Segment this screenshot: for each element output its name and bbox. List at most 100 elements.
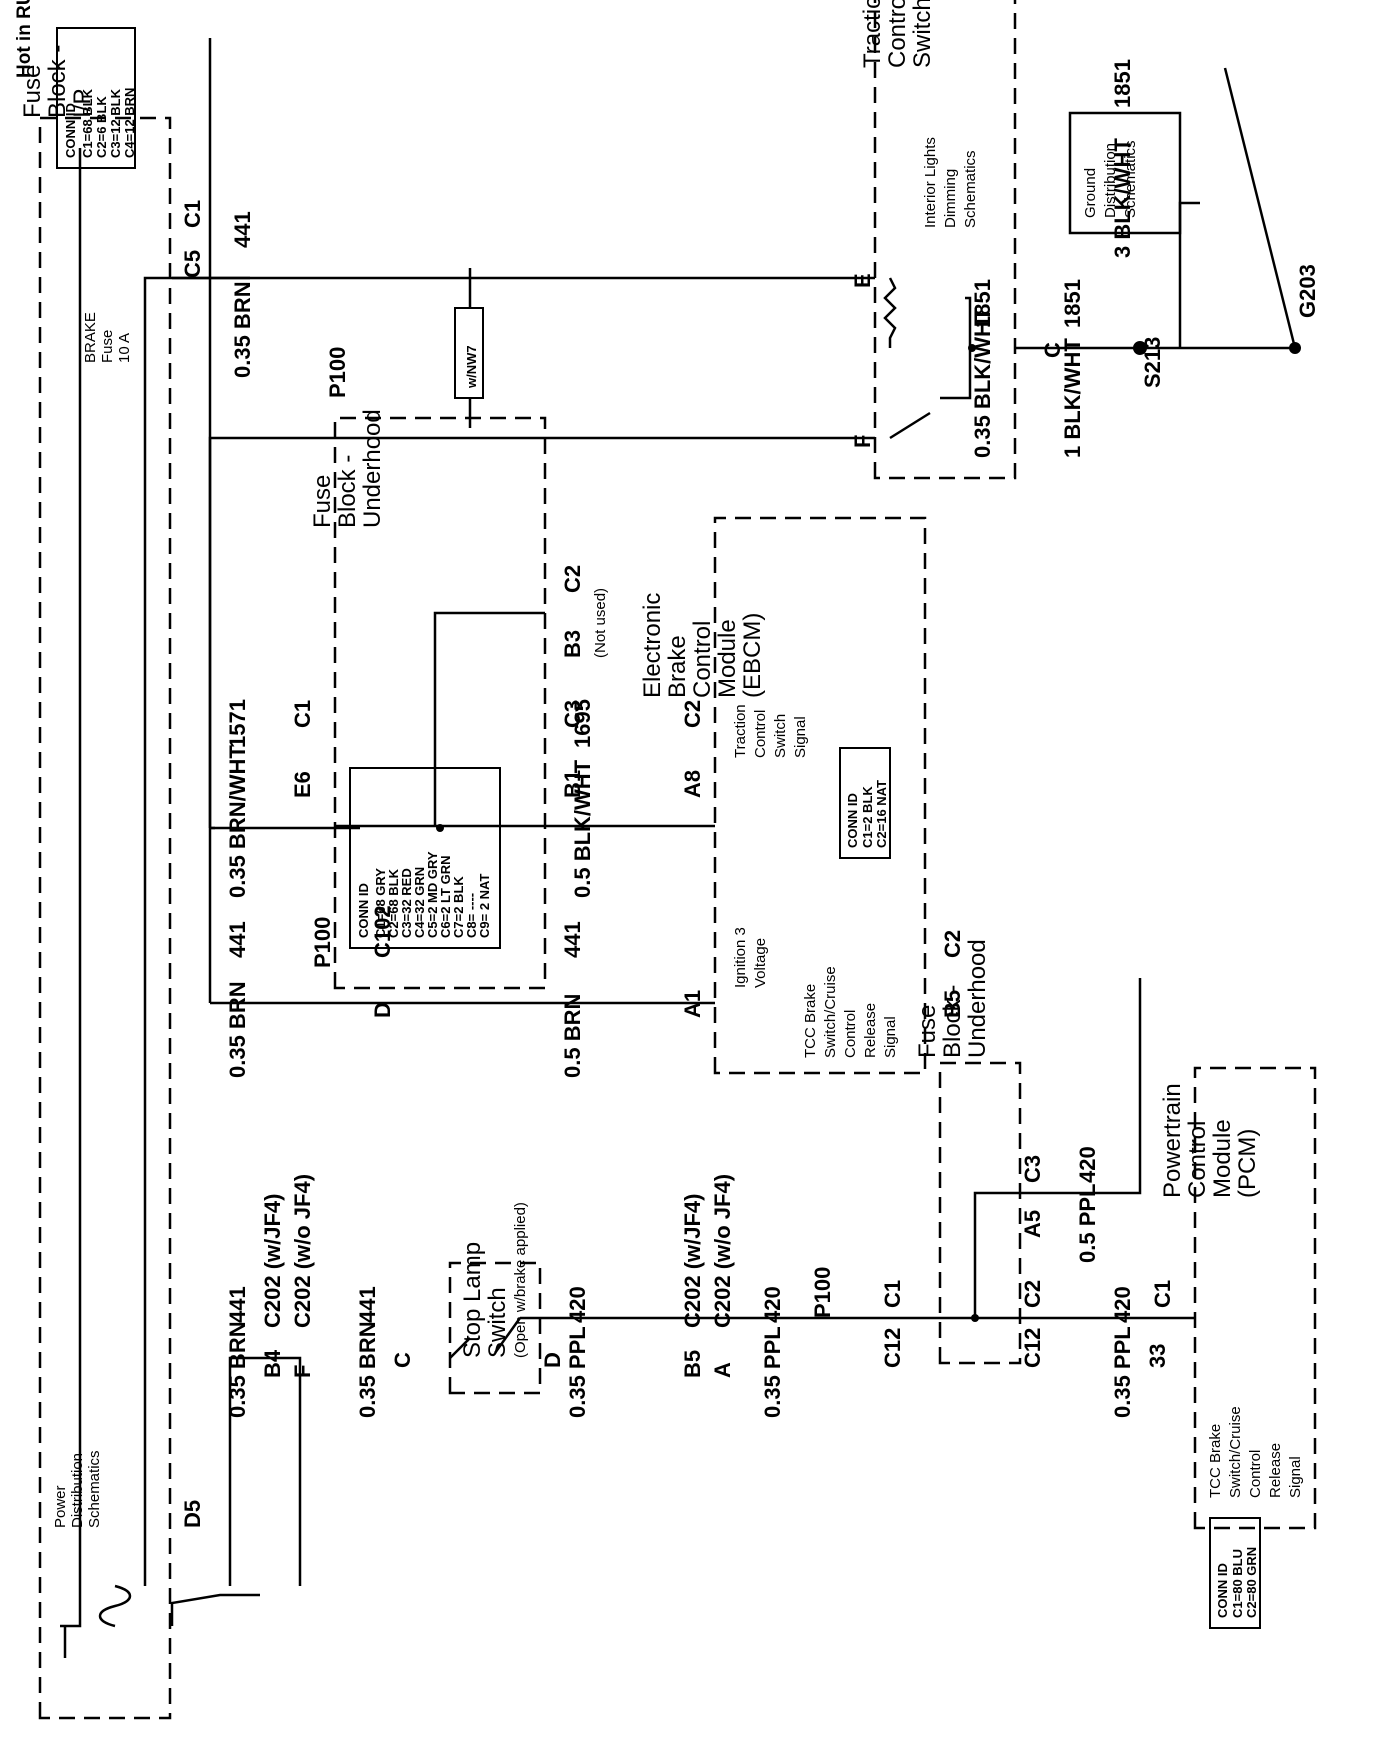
pcm-sig-5: Signal	[1287, 1456, 1304, 1498]
pin-c102: C102	[370, 905, 395, 958]
ebcm-ign-2: Voltage	[752, 938, 769, 988]
ebcm-title-5: (EBCM)	[739, 613, 766, 698]
wire-420-stop: 420	[565, 1286, 590, 1323]
wire-blkwht1-label: 1 BLK/WHT	[1060, 338, 1085, 458]
splice-s213	[1133, 341, 1147, 355]
uh1-title-1: Fuse	[309, 475, 336, 528]
ebcm-title-3: Control	[689, 621, 716, 698]
pin-c2-uh: C2	[560, 565, 585, 593]
wire-441-c102: 441	[225, 921, 250, 958]
conn-fuh-row9: C9= 2 NAT	[477, 874, 492, 938]
pin-e6: E6	[290, 771, 315, 798]
pcm-box	[1193, 1066, 1317, 1530]
wire-1571-label: 1571	[225, 699, 250, 748]
conn-fuh-row3: C3=32 RED	[399, 868, 414, 938]
wire-ppl035-p100: 0.35 PPL	[760, 1326, 785, 1418]
traction-switch-box	[873, 0, 1017, 480]
wire-ppl035-stop: 0.35 PPL	[565, 1326, 590, 1418]
wire-420-a5: 420	[1075, 1146, 1100, 1183]
wire-441-a1: 441	[560, 921, 585, 958]
pin-c-stop: C	[390, 1352, 415, 1368]
conn-fuh-row7: C7=2 BLK	[451, 876, 466, 938]
traction-resistor	[883, 277, 897, 348]
traction-title-3: Switch	[909, 0, 936, 68]
traction-dot	[968, 344, 976, 352]
ebcm-tcc-2: Switch/Cruise	[822, 966, 839, 1058]
wire-ppl035-pcm: 0.35 PPL	[1110, 1326, 1135, 1418]
stop-lamp-title-2: Switch	[484, 1287, 511, 1358]
fuse-symbol	[98, 1584, 132, 1628]
conn-pcm-row1: C1=80 BLU	[1230, 1549, 1245, 1618]
conn-table-pcm: CONN ID C1=80 BLU C2=80 GRN	[1209, 1517, 1261, 1629]
pcm-title-4: (PCM)	[1234, 1129, 1261, 1198]
fuse-block-underhood-2	[938, 1061, 1022, 1365]
il-line3: Schematics	[962, 150, 979, 228]
pin-c202-wojf4-top: C202 (w/o JF4)	[290, 1174, 315, 1328]
pin-a-c202: A	[710, 1362, 735, 1378]
traction-title-1: Traction	[859, 0, 886, 68]
wire-1851-g: 1851	[1060, 279, 1085, 328]
wire-441-d5: 441	[225, 1286, 250, 1323]
conn-fuh-row4: C4=32 GRN	[412, 867, 427, 938]
conn-fuh-row1: C1=68 GRY	[373, 868, 388, 938]
pin-c202-wjf4-bot: C202 (w/JF4)	[680, 1194, 705, 1329]
ebcm-tcc-1: TCC Brake	[802, 984, 819, 1058]
pin-b5-c202: B5	[680, 1350, 705, 1378]
splice-dot-2	[971, 1314, 979, 1322]
pin-c3-uh: C3	[560, 700, 585, 728]
pcm-sig-4: Release	[1267, 1443, 1284, 1498]
conn-fuh-row5: C5=2 MD GRY	[425, 851, 440, 938]
il-line1: Interior Lights	[922, 137, 939, 228]
ebcm-ign-1: Ignition 3	[732, 927, 749, 988]
ebcm-title-4: Module	[714, 619, 741, 698]
pin-a5: A5	[1020, 1210, 1045, 1238]
pin-g203: G203	[1295, 264, 1320, 318]
pin-c5-ip: C5	[180, 250, 205, 278]
feed-wire	[60, 148, 82, 1628]
pin-c12-a: C12	[880, 1328, 905, 1368]
fuse-block-ip-l3: I/P	[69, 89, 96, 118]
uh1-title-3: Underhood	[359, 409, 386, 528]
conn-fip-row4: C4=12 BRN	[122, 88, 137, 158]
stop-lamp-contact	[449, 1316, 540, 1359]
conn-table-ebcm: CONN ID C1=2 BLK C2=16 NAT	[839, 747, 891, 859]
stop-lamp-note: (Open w/brake applied)	[512, 1202, 529, 1358]
wire-420-a5	[1020, 978, 1142, 1195]
uh2-title-3: Underhood	[964, 939, 991, 1058]
ground-dist-box	[1068, 111, 1182, 235]
fuse-type: Fuse	[99, 330, 116, 363]
pin-p100-top: P100	[325, 347, 350, 398]
option-tag-text: w/NW7	[464, 345, 479, 389]
fuse-block-ip-l1: Fuse	[19, 65, 46, 118]
pcm-title-2: Control	[1184, 1121, 1211, 1198]
conn-fuh-row8: C8= ----	[464, 893, 479, 938]
pin-c-traction: C	[1040, 342, 1065, 358]
wire-441-stop-lamp	[228, 1356, 302, 1586]
pin-p100-bot: P100	[810, 1267, 835, 1318]
pin-b3: B3	[560, 630, 585, 658]
ground-g203	[1289, 342, 1301, 354]
wire-brnwht-label: 0.35 BRN/WHT	[225, 745, 250, 898]
fuse-uh1-bus	[335, 611, 545, 828]
pin-b4: B4	[260, 1349, 285, 1378]
wire-441-ip: 441	[230, 211, 255, 248]
pin-not-used: (Not used)	[592, 588, 609, 658]
conn-pcm-title: CONN ID	[1215, 1563, 1230, 1618]
ebcm-box	[713, 516, 927, 1075]
ebcm-tcc-3: Control	[842, 1010, 859, 1058]
conn-ebcm-row1: C1=2 BLK	[860, 786, 875, 848]
pin-a1: A1	[680, 990, 705, 1018]
pin-a8: A8	[680, 770, 705, 798]
pin-c1-c12: C1	[880, 1280, 905, 1308]
pcm-title-1: Powertrain	[1159, 1083, 1186, 1198]
conn-fuh-title: CONN ID	[356, 883, 371, 938]
uh2-title-1: Fuse	[914, 1005, 941, 1058]
ebcm-tcc-4: Release	[862, 1003, 879, 1058]
wire-420-pcm: 420	[1110, 1286, 1135, 1323]
pcm-sig-1: TCC Brake	[1207, 1424, 1224, 1498]
wire-33-label: 33	[1145, 1344, 1170, 1368]
conn-fuh-row2: C2=68 BLK	[386, 868, 401, 938]
wire-brn035-top: 0.35 BRN	[230, 281, 255, 378]
pin-b5-ebcm: B5	[940, 990, 965, 1018]
ebcm-traction-sig-2: Control	[752, 710, 769, 758]
